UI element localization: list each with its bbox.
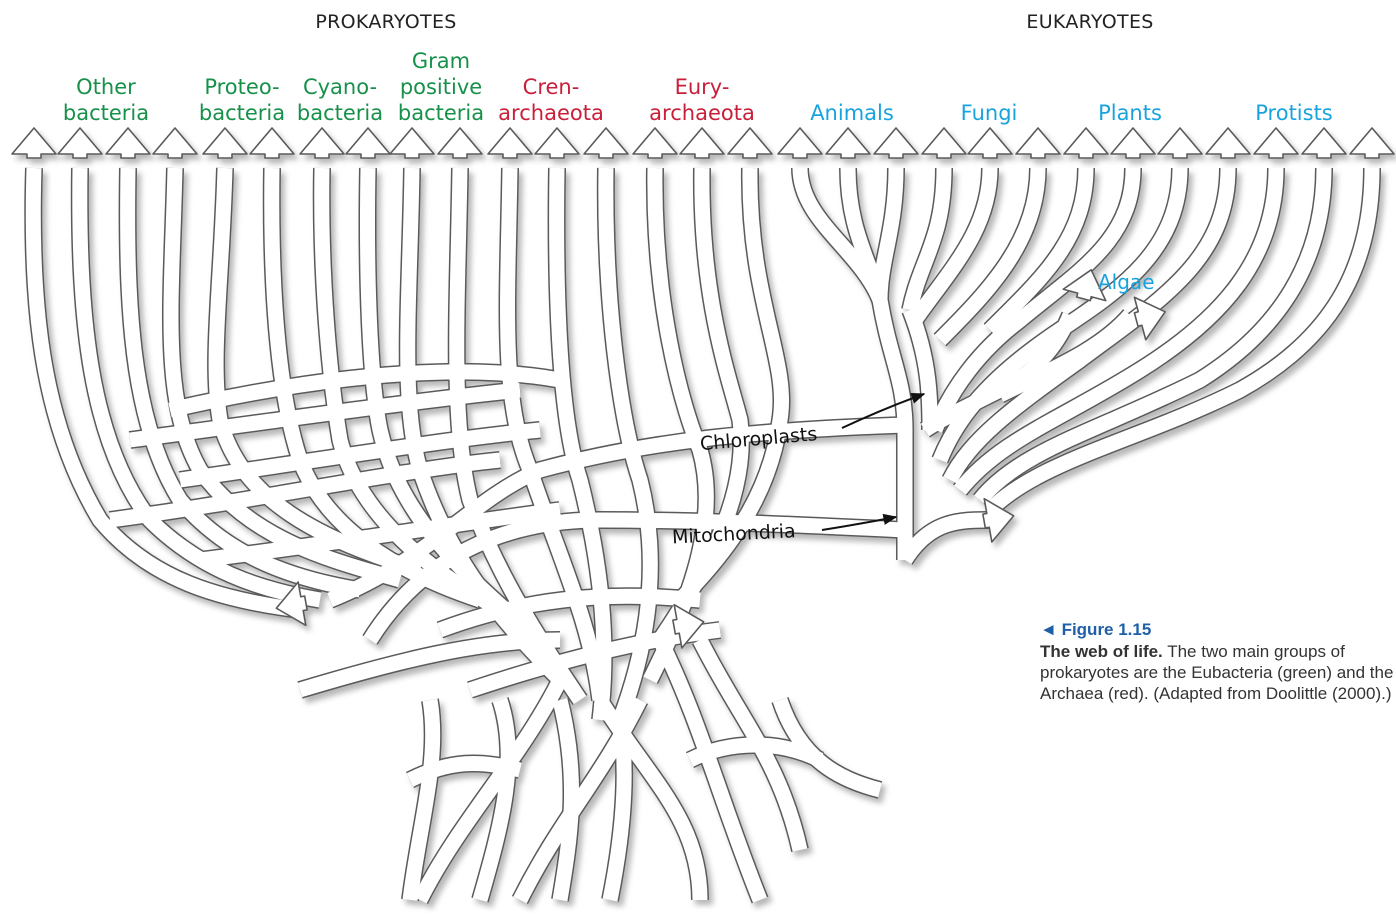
branch-arrowhead bbox=[1064, 128, 1108, 158]
branch-arrowhead bbox=[250, 128, 294, 158]
branch-arrowhead bbox=[1111, 128, 1155, 158]
group-label-animals: Animals bbox=[810, 100, 894, 126]
branch bbox=[560, 700, 572, 900]
branch-arrowhead bbox=[12, 128, 56, 158]
branch-arrowhead bbox=[633, 128, 677, 158]
branch-arrowhead bbox=[106, 128, 150, 158]
branch-arrowhead bbox=[488, 128, 532, 158]
branch-arrowhead bbox=[535, 128, 579, 158]
branch-arrowhead bbox=[1016, 128, 1060, 158]
branch-arrowhead bbox=[1158, 128, 1202, 158]
branch-arrowhead bbox=[922, 128, 966, 158]
branch-arrowhead bbox=[58, 128, 102, 158]
figure-number: ◄ Figure 1.15 bbox=[1040, 619, 1396, 640]
branch-arrowhead bbox=[874, 128, 918, 158]
branch-arrowhead bbox=[203, 128, 247, 158]
group-label-crenarchaeota: Cren-archaeota bbox=[498, 74, 604, 126]
eukaryotes-heading: EUKARYOTES bbox=[1026, 11, 1153, 33]
branch bbox=[880, 168, 896, 300]
chloroplasts-label: Chloroplasts bbox=[699, 423, 818, 455]
branch-arrowhead bbox=[1254, 128, 1298, 158]
prokaryotes-heading: PROKARYOTES bbox=[315, 11, 456, 33]
branch bbox=[905, 520, 990, 560]
group-label-cyanobacteria: Cyano-bacteria bbox=[297, 74, 383, 126]
group-label-protists: Protists bbox=[1255, 100, 1333, 126]
branch-arrowhead bbox=[1302, 128, 1346, 158]
branch-shadow-layer bbox=[12, 128, 1394, 900]
branch-arrowhead bbox=[1350, 128, 1394, 158]
branch-arrowhead bbox=[300, 128, 344, 158]
figure-caption: ◄ Figure 1.15 The web of life. The two m… bbox=[1040, 619, 1396, 704]
branch bbox=[660, 640, 760, 900]
branch-arrowhead bbox=[346, 128, 390, 158]
figure-marker: ◄ bbox=[1040, 620, 1057, 639]
branch-arrowhead bbox=[390, 128, 434, 158]
group-label-proteobacteria: Proteo-bacteria bbox=[199, 74, 285, 126]
branch-arrowhead bbox=[1206, 128, 1250, 158]
branch-arrowhead bbox=[680, 128, 724, 158]
figure-number-text: Figure 1.15 bbox=[1062, 620, 1152, 639]
caption-title: The web of life. bbox=[1040, 642, 1163, 661]
group-label-fungi: Fungi bbox=[961, 100, 1018, 126]
algae-label: Algae bbox=[1098, 270, 1155, 294]
branch-arrowhead bbox=[438, 128, 482, 158]
branch-arrowhead bbox=[728, 128, 772, 158]
branch-arrowhead bbox=[826, 128, 870, 158]
branch-arrowhead bbox=[968, 128, 1012, 158]
group-label-euryarchaeota: Eury-archaeota bbox=[649, 74, 755, 126]
branch-arrowhead bbox=[153, 128, 197, 158]
group-label-plants: Plants bbox=[1098, 100, 1162, 126]
branch-arrowhead bbox=[584, 128, 628, 158]
branch-arrowhead bbox=[778, 128, 822, 158]
